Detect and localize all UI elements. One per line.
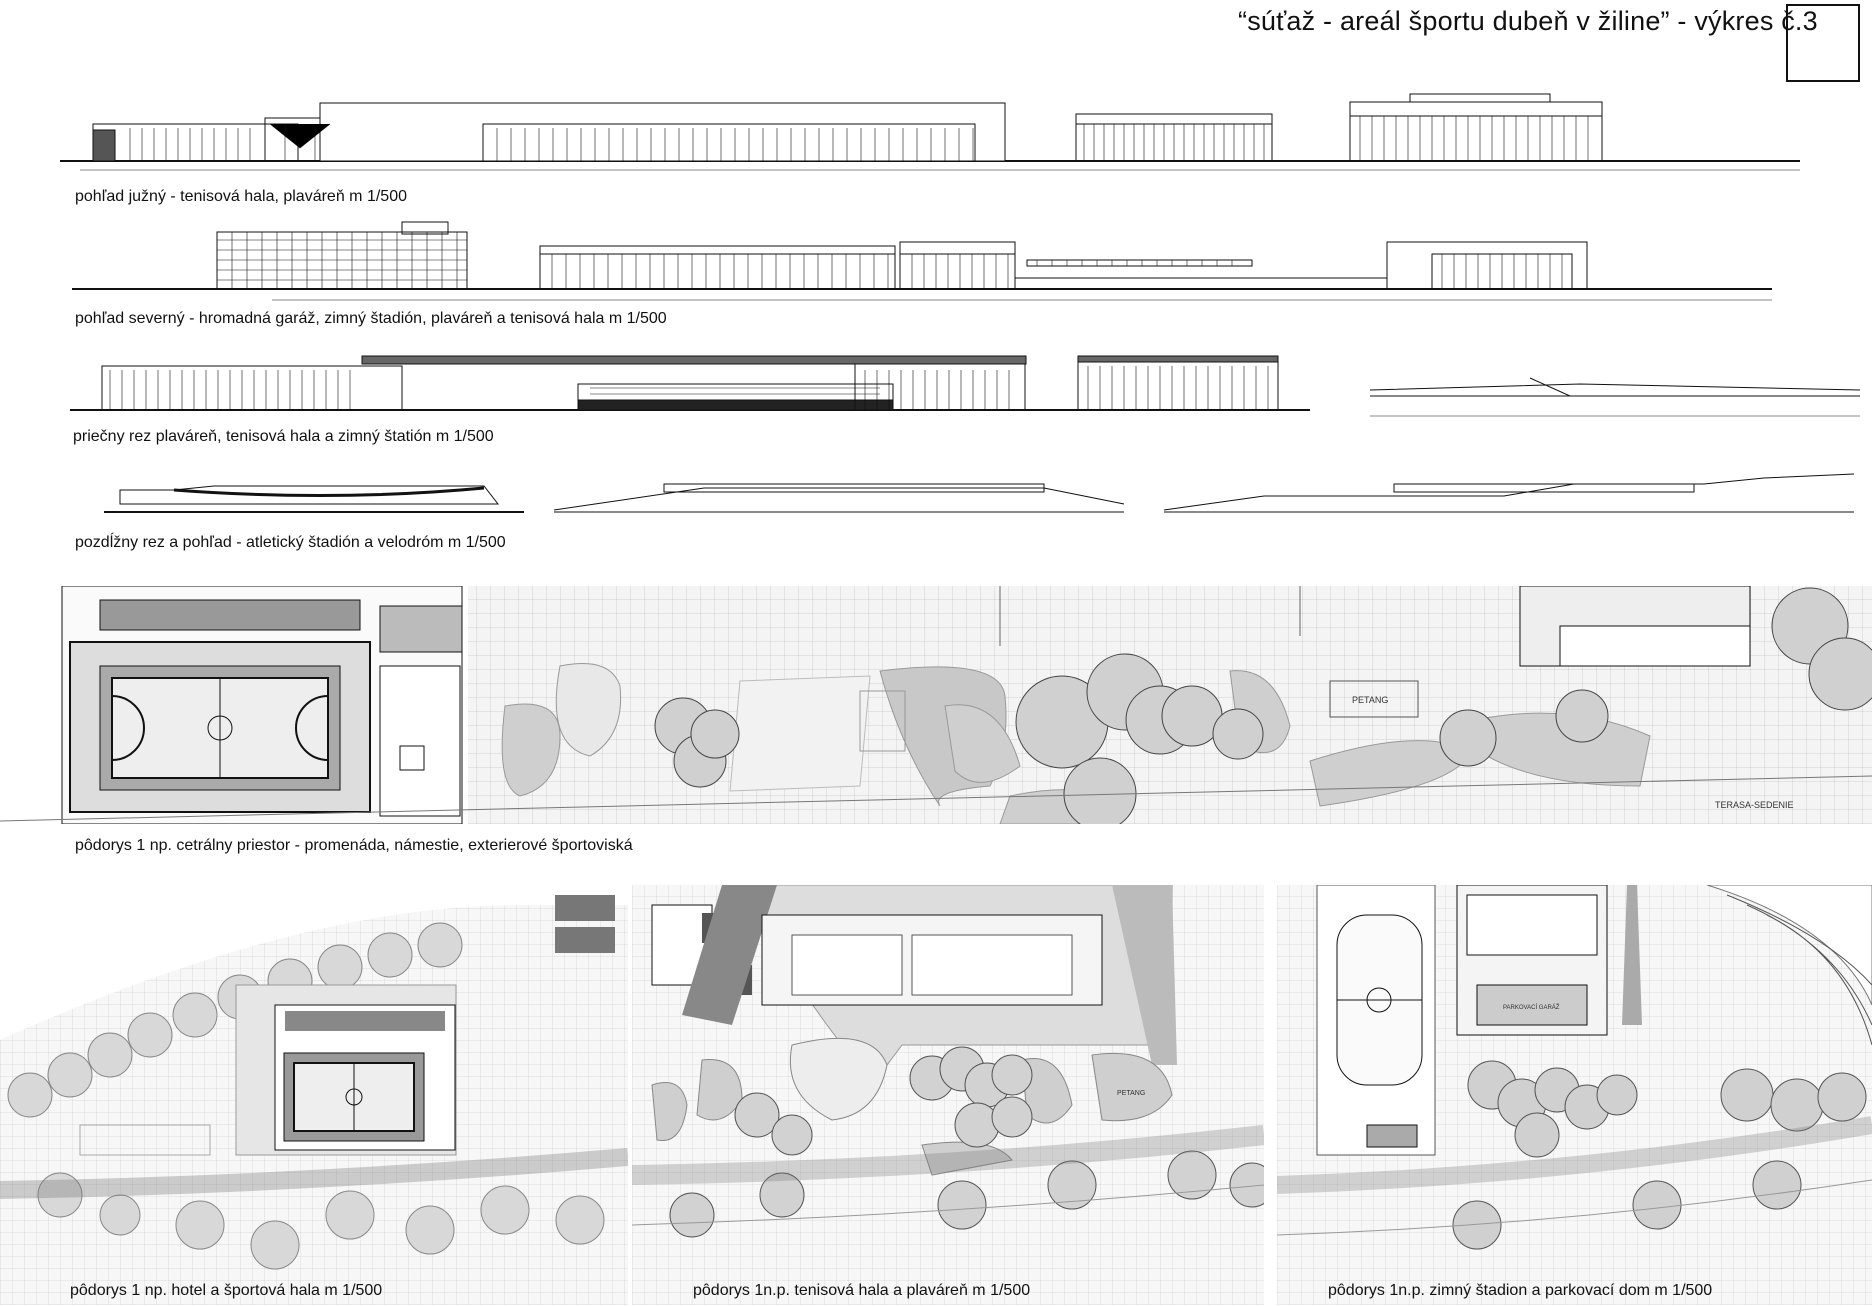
long-section-caption: pozdĺžny rez a pohľad - atletický štadió… xyxy=(75,534,506,551)
long-section-drawing xyxy=(104,473,1854,513)
stadium-plan-drawing: PARKOVACÍ GARÁŽ xyxy=(1277,885,1872,1250)
stadium-plan-panel: PARKOVACÍ GARÁŽ xyxy=(1277,885,1872,1305)
south-elevation-drawing xyxy=(60,93,1800,171)
tennis-plan-drawing: PETANG xyxy=(632,885,1264,1238)
garaz-label: PARKOVACÍ GARÁŽ xyxy=(1503,1003,1560,1011)
petang-small-label: PETANG xyxy=(1117,1090,1145,1097)
petang-label: PETANG xyxy=(1352,695,1388,705)
hotel-plan-caption: pôdorys 1 np. hotel a športová hala m 1/… xyxy=(70,1282,383,1299)
sheet-number-box xyxy=(1786,4,1860,82)
north-elevation-drawing xyxy=(72,221,1772,301)
central-plan-caption: pôdorys 1 np. cetrálny priestor - promen… xyxy=(75,837,633,854)
hotel-plan-panel xyxy=(0,885,628,1305)
central-plan-drawing: PETANG TERASA-SEDENIE xyxy=(0,586,1872,824)
tennis-plan-panel: PETANG xyxy=(632,885,1264,1305)
cross-section-caption: priečny rez plaváreň, tenisová hala a zi… xyxy=(73,428,494,445)
north-view-caption: pohľad severný - hromadná garáž, zimný š… xyxy=(75,310,667,327)
terasa-label: TERASA-SEDENIE xyxy=(1715,800,1794,810)
central-plan-panel: PETANG TERASA-SEDENIE xyxy=(0,586,1872,824)
south-view-caption: pohľad južný - tenisová hala, plaváreň m… xyxy=(75,188,407,205)
tennis-plan-caption: pôdorys 1n.p. tenisová hala a plaváreň m… xyxy=(693,1282,1031,1299)
cross-section-drawing xyxy=(70,355,1860,417)
hotel-plan-drawing xyxy=(0,885,628,1270)
sheet-title: “súťaž - areál športu dubeň v žiline” - … xyxy=(1238,6,1818,36)
stadium-plan-caption: pôdorys 1n.p. zimný štadion a parkovací … xyxy=(1328,1282,1713,1299)
